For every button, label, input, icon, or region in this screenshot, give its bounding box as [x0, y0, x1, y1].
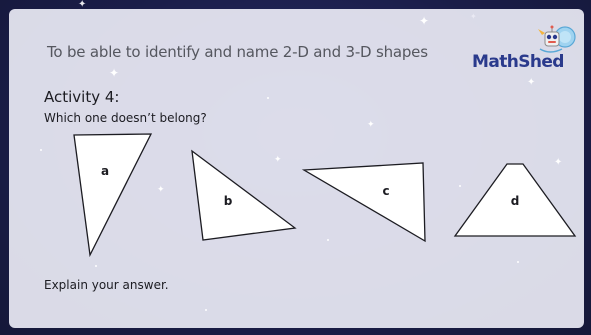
sparkle-icon: ✦: [554, 157, 563, 168]
star-dot: [517, 261, 519, 263]
explain-prompt: Explain your answer.: [44, 278, 169, 292]
shape-b: b: [191, 149, 297, 241]
learning-objective: To be able to identify and name 2-D and …: [47, 43, 428, 61]
slide-panel: ✦ ✦ ✦ ✦ ✦ ✦ ✦ To be able to identify and…: [9, 9, 584, 328]
sparkle-icon: ✦: [157, 185, 165, 195]
triangle-shape: [73, 133, 153, 258]
star-dot: [267, 97, 269, 99]
shape-a: a: [73, 133, 153, 258]
shape-label: a: [101, 164, 109, 178]
logo-mascot-icon: [538, 25, 576, 53]
sparkle-icon: ✦: [419, 14, 430, 28]
shape-label: d: [511, 194, 520, 208]
question-text: Which one doesn’t belong?: [44, 111, 207, 125]
sparkle-icon: ✦: [109, 66, 120, 80]
star-dot: [95, 265, 97, 267]
star-dot: [459, 185, 461, 187]
star-icon: ✦: [78, 0, 87, 10]
triangle-shape: [191, 149, 297, 241]
shapes-area: a b c d: [73, 133, 577, 258]
sparkle-icon: ✦: [367, 120, 375, 130]
trapezium-shape: [453, 163, 577, 237]
star-dot: [205, 309, 207, 311]
star-dot: [40, 149, 42, 151]
activity-title: Activity 4:: [44, 88, 120, 106]
sparkle-icon: ✦: [274, 155, 282, 165]
shape-d: d: [453, 163, 577, 237]
triangle-shape: [301, 162, 426, 243]
star-dot: [327, 239, 329, 241]
logo-text: MathShed: [472, 52, 564, 72]
shape-label: b: [224, 194, 233, 208]
sparkle-icon: ✦: [527, 77, 536, 88]
shape-label: c: [382, 184, 389, 198]
mathshed-logo: MathShed: [472, 25, 578, 75]
shape-c: c: [301, 162, 426, 243]
